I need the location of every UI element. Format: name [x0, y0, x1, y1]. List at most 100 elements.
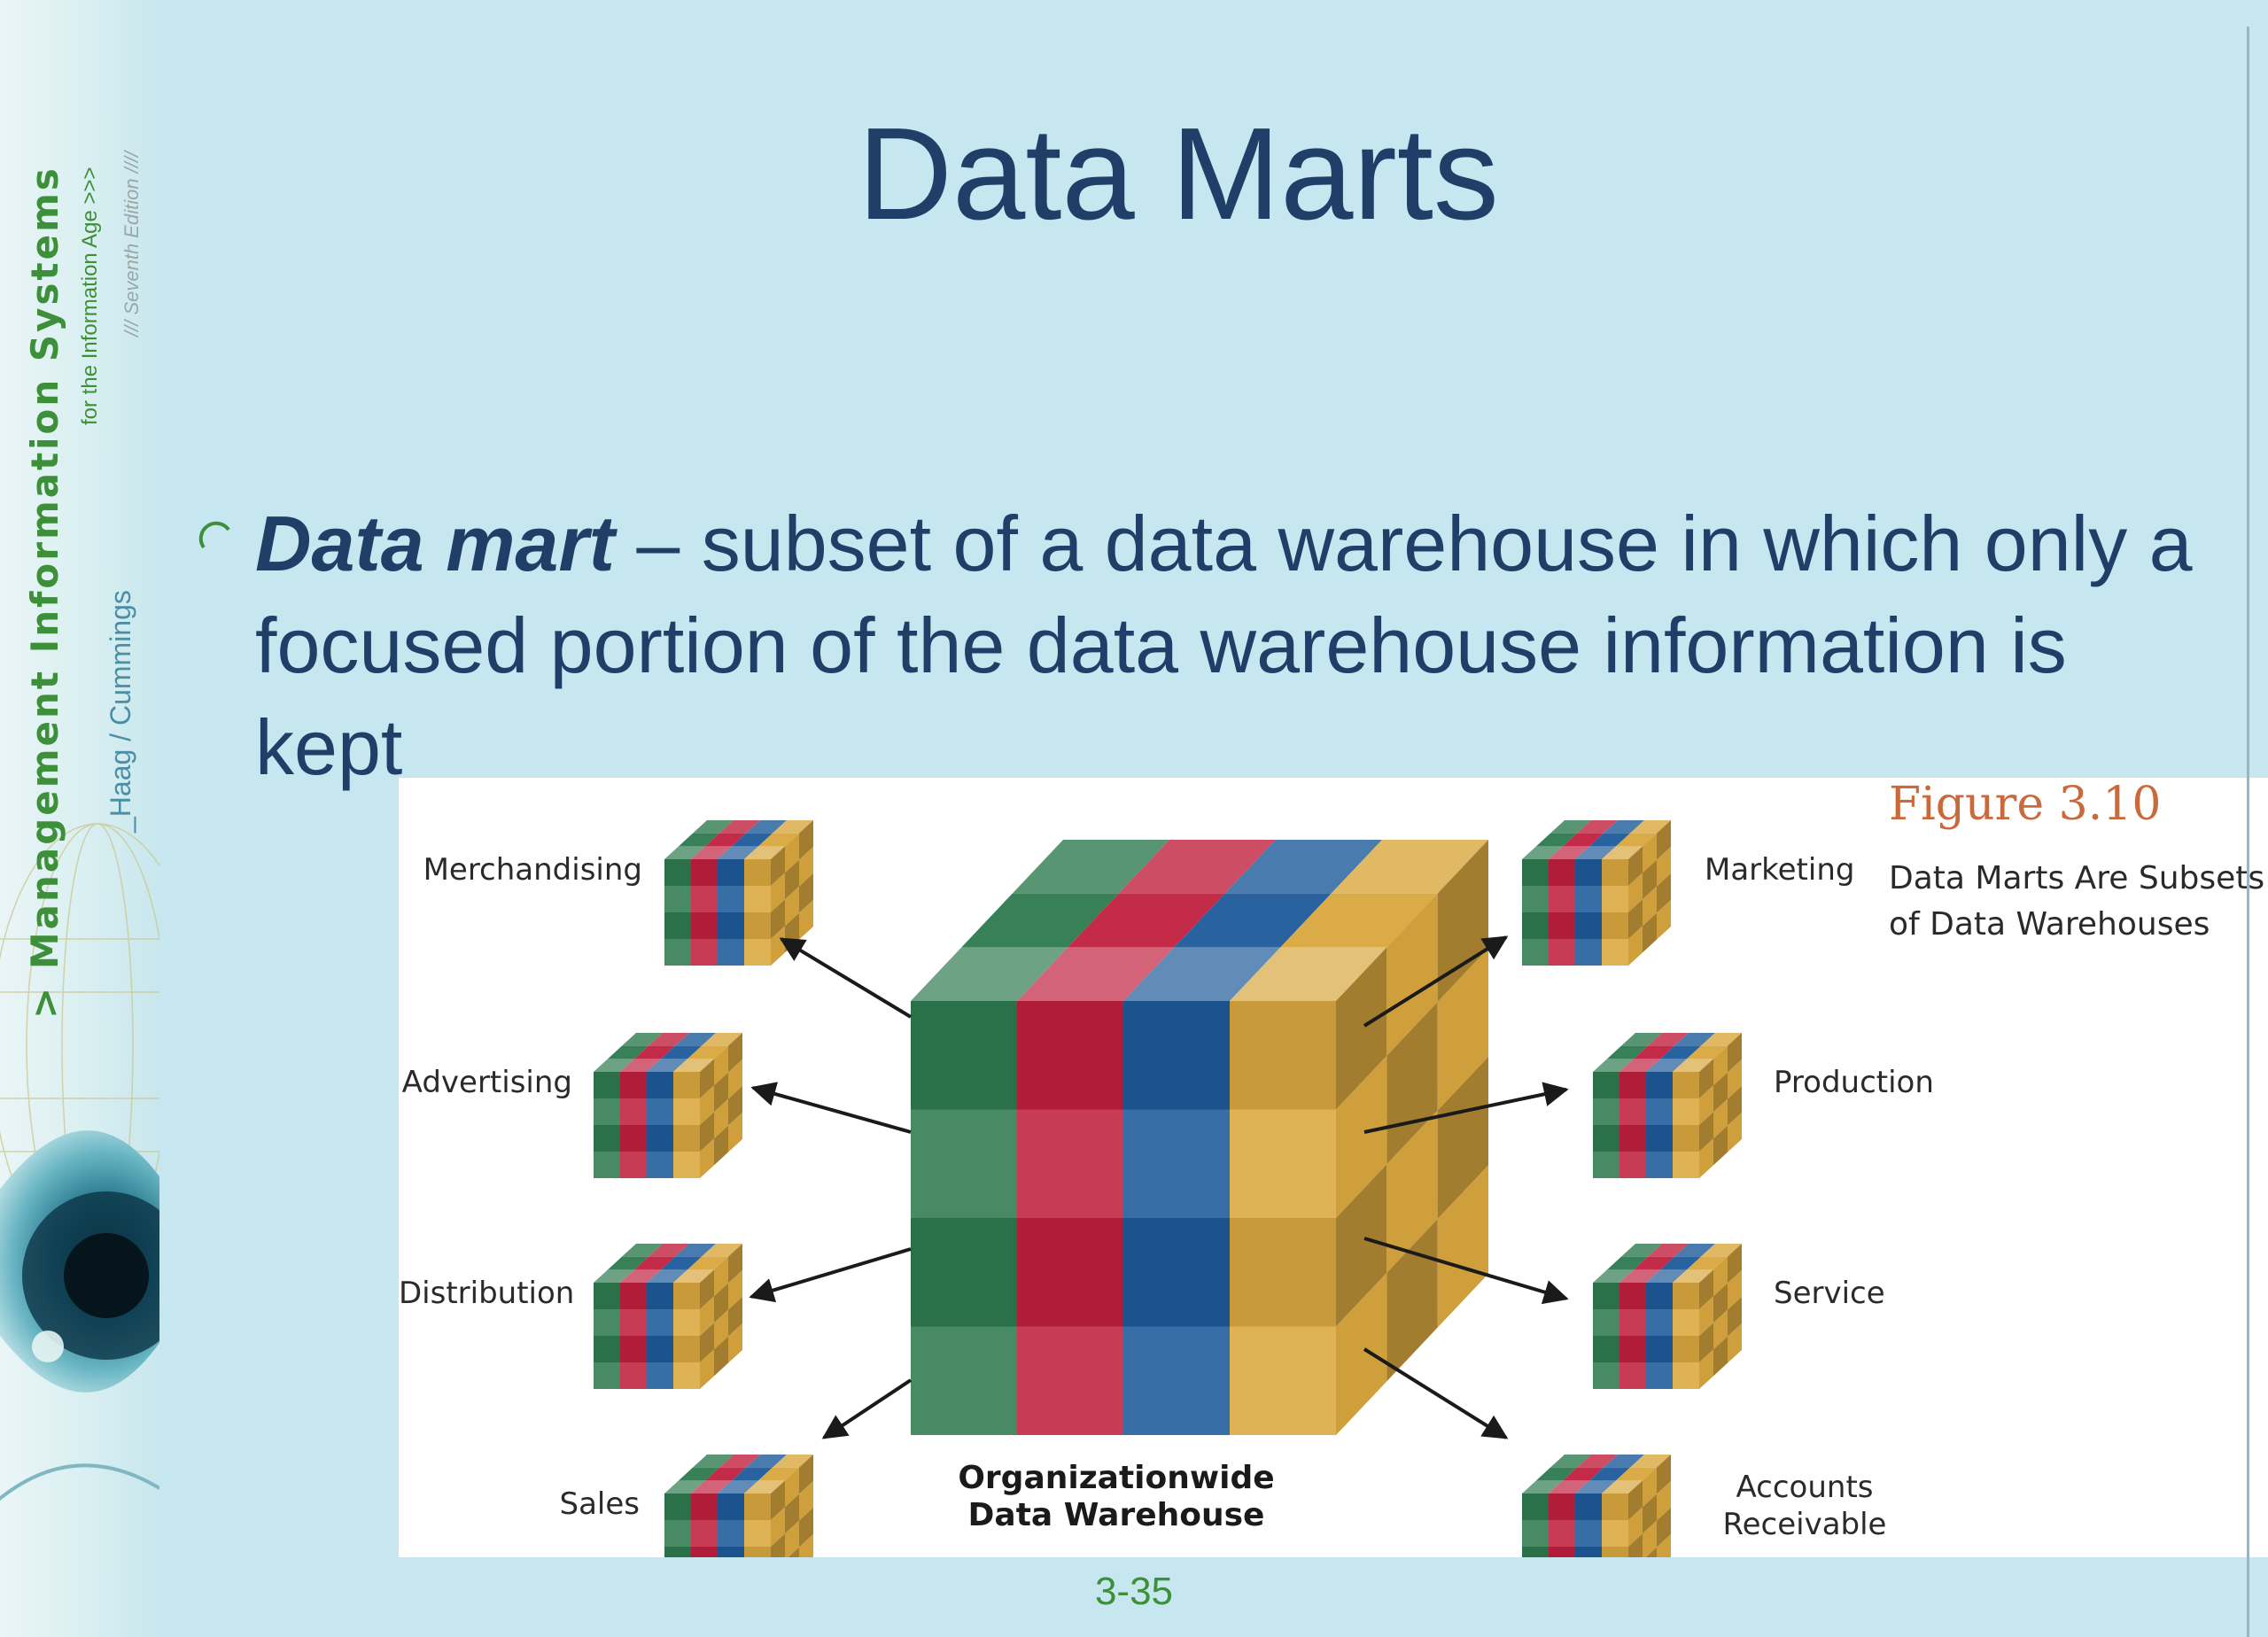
mart-cube-production-front-cell — [1673, 1152, 1699, 1178]
mart-cube-production-front-cell — [1593, 1152, 1619, 1178]
mart-cube-accounts-receivable-front-cell — [1522, 1547, 1549, 1557]
mart-cube-sales-side-cell — [799, 1481, 813, 1521]
mart-cube-advertising-top-cell — [620, 1059, 661, 1072]
mart-cube-service-side-cell — [1699, 1323, 1713, 1362]
mart-cube-marketing-side-cell — [1657, 900, 1671, 940]
mart-cube-production-front-cell — [1619, 1125, 1646, 1152]
mart-cube-advertising-front-cell — [594, 1125, 620, 1152]
mart-cube-advertising-front-cell — [620, 1125, 647, 1152]
mart-cube-marketing-front-cell — [1522, 859, 1549, 886]
mart-label-marketing: Marketing — [1705, 852, 1855, 888]
mart-label-advertising: Advertising — [401, 1065, 572, 1100]
mart-cube-distribution-top-cell — [675, 1244, 716, 1257]
mart-cube-advertising-top-cell — [622, 1033, 663, 1046]
mart-cube-advertising-side-cell — [714, 1125, 728, 1166]
warehouse-front-cell — [1017, 1109, 1123, 1218]
mart-cube-service-top-cell — [1646, 1269, 1687, 1283]
mart-cube-production-front-cell — [1673, 1125, 1699, 1152]
mart-cube-service-side-cell — [1699, 1349, 1713, 1389]
warehouse-front-cell — [1123, 1326, 1230, 1435]
mart-cube-service-side-cell — [1713, 1309, 1728, 1350]
mart-cube-accounts-receivable-side-cell — [1657, 1534, 1671, 1557]
mart-cube-distribution-front-cell — [594, 1362, 620, 1389]
mart-cube-accounts-receivable-front-cell — [1575, 1547, 1602, 1557]
mart-cube-advertising — [594, 1033, 742, 1178]
mart-cube-service-top-cell — [1674, 1244, 1715, 1257]
mart-cube-merchandising-front-cell — [664, 886, 691, 912]
mart-cube-production-front-cell — [1646, 1098, 1673, 1125]
warehouse-side-cell — [1336, 947, 1387, 1110]
mart-cube-advertising-top-cell — [608, 1045, 649, 1059]
mart-cube-marketing-top-cell — [1604, 820, 1644, 834]
mart-cube-distribution-front-cell — [620, 1362, 647, 1389]
mart-cube-accounts-receivable-front-cell — [1575, 1520, 1602, 1547]
mart-cube-sales-front-cell — [664, 1493, 691, 1520]
mart-cube-production-top-cell — [1607, 1045, 1648, 1059]
mart-cube-sales-front-cell — [664, 1547, 691, 1557]
mart-cube-production-front-cell — [1646, 1072, 1673, 1098]
mart-cube-merchandising-front-cell — [718, 939, 744, 966]
mart-cube-advertising-top-cell — [649, 1033, 689, 1046]
mart-cube-accounts-receivable-top-cell — [1589, 1467, 1630, 1481]
data-warehouse-diagram — [594, 820, 1742, 1557]
warehouse-top-cell — [911, 947, 1068, 1001]
mart-cube-service-front-cell — [1619, 1336, 1646, 1362]
mart-cube-distribution-side-cell — [700, 1323, 714, 1362]
warehouse-front-cell — [911, 1109, 1017, 1218]
mart-cube-advertising-front-cell — [620, 1098, 647, 1125]
mart-cube-merchandising-side-cell — [771, 873, 785, 912]
mart-cube-distribution-front-cell — [594, 1309, 620, 1336]
mart-cube-marketing-top-cell — [1575, 846, 1616, 859]
mart-cube-service-front-cell — [1619, 1309, 1646, 1336]
warehouse-top-cell — [1118, 840, 1276, 894]
eye-graphic — [0, 823, 159, 1501]
mart-cube-merchandising-top-cell — [664, 846, 705, 859]
warehouse-front-cell — [1017, 1218, 1123, 1327]
warehouse-top-cell — [1012, 840, 1169, 894]
mart-cube-marketing-front-cell — [1575, 886, 1602, 912]
mart-cube-distribution-front-cell — [594, 1336, 620, 1362]
mart-cube-sales-top-cell — [718, 1480, 758, 1493]
mart-cube-distribution-side-cell — [700, 1296, 714, 1336]
mart-cube-marketing-side-cell — [1628, 899, 1643, 939]
mart-cube-advertising-front-cell — [594, 1152, 620, 1178]
mart-cube-merchandising-top-cell — [744, 846, 785, 859]
mart-cube-merchandising-front-cell — [744, 859, 771, 886]
mart-cube-advertising-top-cell — [594, 1059, 634, 1072]
warehouse-cube — [911, 840, 1488, 1435]
mart-cube-sales-front-cell — [691, 1547, 718, 1557]
arrow-1 — [750, 1082, 912, 1134]
mart-cube-production — [1593, 1033, 1742, 1178]
mart-cube-marketing-side-cell — [1643, 912, 1657, 953]
mart-cube-merchandising-front-cell — [744, 939, 771, 966]
mart-cube-marketing-top-cell — [1630, 820, 1671, 834]
mart-cube-sales-top-cell — [664, 1480, 705, 1493]
mart-cube-service-top-cell — [1673, 1269, 1713, 1283]
warehouse-top-cell — [1331, 840, 1488, 894]
mart-cube-advertising-front-cell — [620, 1152, 647, 1178]
mart-cube-accounts-receivable-top-cell — [1550, 1455, 1591, 1468]
mart-cube-marketing-front-cell — [1549, 886, 1575, 912]
mart-cube-production-front-cell — [1619, 1152, 1646, 1178]
mart-cube-service-front-cell — [1593, 1336, 1619, 1362]
mart-cube-merchandising-front-cell — [691, 939, 718, 966]
warehouse-front-cell — [1017, 1001, 1123, 1110]
warehouse-side-cell — [1437, 1165, 1488, 1328]
mart-cube-sales-front-cell — [744, 1493, 771, 1520]
mart-cube-production-front-cell — [1593, 1072, 1619, 1098]
mart-cube-marketing-front-cell — [1602, 939, 1628, 966]
mart-cube-distribution-front-cell — [620, 1309, 647, 1336]
mart-cube-marketing-front-cell — [1549, 912, 1575, 939]
mart-cube-marketing-front-cell — [1522, 886, 1549, 912]
mart-cube-accounts-receivable-side-cell — [1643, 1467, 1657, 1508]
mart-cube-service — [1593, 1244, 1742, 1389]
mart-cube-merchandising-front-cell — [664, 912, 691, 939]
mart-cube-sales-top-cell — [705, 1467, 746, 1481]
mart-cube-sales-front-cell — [744, 1520, 771, 1547]
mart-cube-service-front-cell — [1646, 1362, 1673, 1389]
mart-cube-advertising-side-cell — [728, 1033, 742, 1073]
mart-cube-sales-top-cell — [758, 1467, 799, 1481]
page-number: 3-35 — [1094, 1570, 1174, 1613]
mart-cube-advertising-side-cell — [728, 1113, 742, 1152]
